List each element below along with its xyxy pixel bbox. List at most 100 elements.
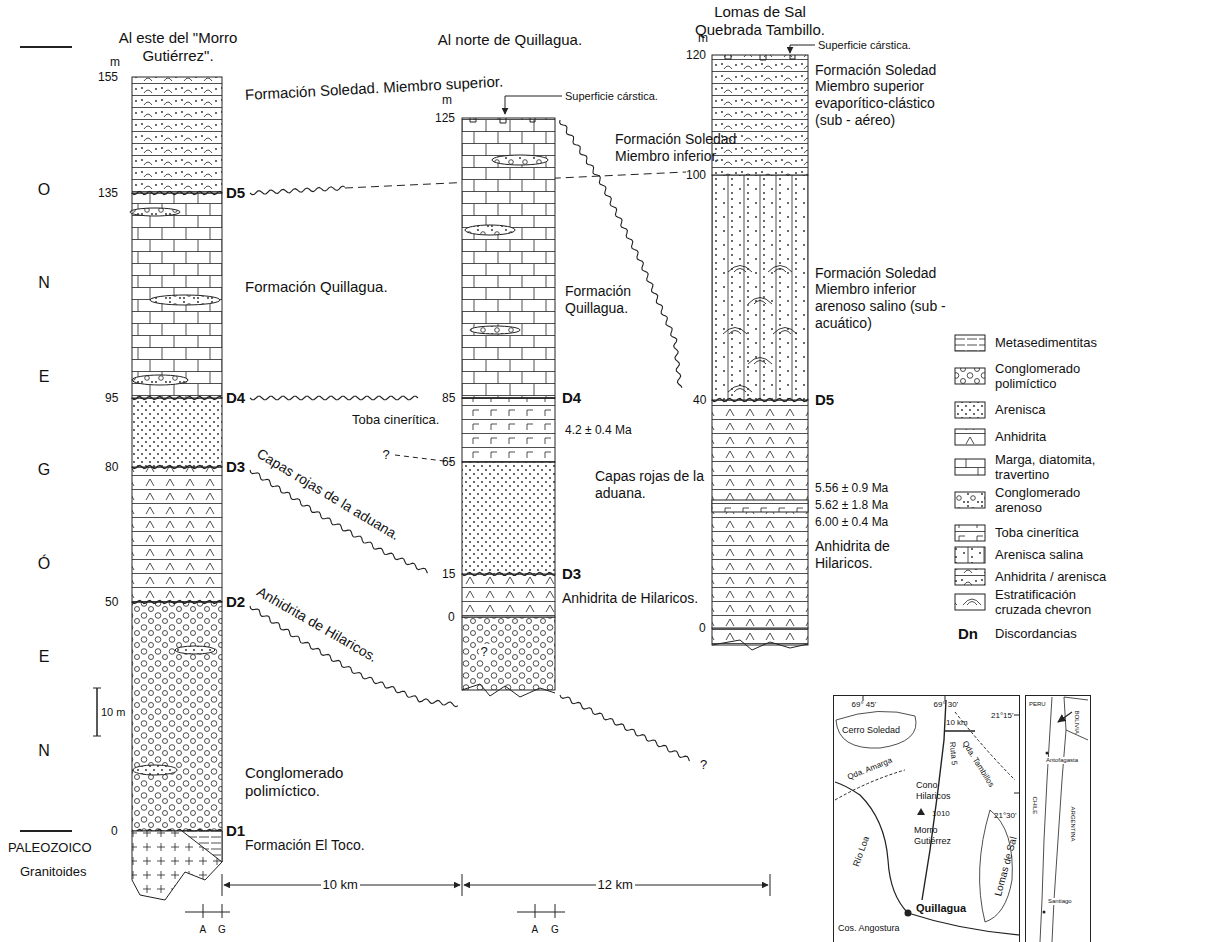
- legend-swatch: [955, 626, 985, 642]
- section-label: ?: [700, 757, 707, 773]
- distance-tick: [222, 874, 223, 896]
- map-label: Quillagua: [916, 902, 966, 915]
- summit-mark: [917, 808, 925, 815]
- era-letter: N: [38, 741, 50, 760]
- legend-swatches: [955, 335, 985, 642]
- section-label: Superficie cárstica.: [565, 90, 658, 103]
- scale-tick: [93, 688, 101, 689]
- axis-tick: [535, 904, 536, 918]
- column-heading: Al este del "Morro Gutiérrez".: [111, 29, 246, 65]
- map-label: Lomas de Sal: [992, 835, 1019, 897]
- section-label: 155: [98, 70, 118, 84]
- stratum: [712, 175, 808, 400]
- section-label: 50: [105, 595, 118, 609]
- section-label: G: [551, 924, 559, 936]
- chevron-mark: [768, 266, 792, 273]
- legend-swatch: [955, 429, 985, 445]
- chevron-mark: [748, 298, 772, 305]
- section-label: 100: [686, 168, 706, 182]
- section-column: Al norte de Quillagua.: [462, 118, 555, 617]
- unconformity-line: [560, 695, 689, 761]
- map-label: CHILE: [1030, 796, 1037, 814]
- axis-line: [185, 912, 230, 913]
- section-label: 135: [98, 186, 118, 200]
- section-label: 0: [448, 610, 455, 624]
- section-label: Formación Quillagua.: [245, 278, 388, 296]
- map-label: Qda. Amarga: [846, 756, 893, 783]
- section-label: Toba cinerítica.: [352, 412, 439, 428]
- distance-tick: [770, 874, 771, 896]
- unconformity-line: [250, 396, 418, 399]
- map-label: 21°30': [994, 811, 1017, 821]
- map-label: Qda. Tambillos: [960, 739, 996, 789]
- stratum: [712, 55, 808, 175]
- stratum: [462, 398, 555, 462]
- era-letter: E: [39, 647, 50, 666]
- section-label: Formación Soledad. Miembro superior.: [245, 72, 504, 104]
- break-line: [462, 684, 555, 697]
- section-label: 65: [442, 455, 455, 469]
- section-label: 10 km: [321, 877, 360, 893]
- stratum: [462, 617, 555, 690]
- river-line: [835, 782, 1020, 935]
- map-label: 69° 30': [934, 700, 959, 710]
- section-label: 40: [693, 393, 706, 407]
- stratum: [462, 118, 555, 398]
- legend-text: Metasedimentitas: [995, 335, 1120, 351]
- lens: [130, 208, 180, 216]
- unconformity-line: [132, 600, 222, 603]
- legend-swatch: [955, 525, 985, 541]
- section-label: Formación Soledad Miembro inferior areno…: [815, 265, 947, 332]
- legend-swatch: [955, 594, 985, 610]
- stratum: [132, 193, 222, 398]
- map-label: Cos. Angostura: [838, 923, 900, 934]
- lens: [492, 155, 548, 165]
- section-label: 6.00 ± 0.4 Ma: [815, 515, 888, 529]
- karst-surface: [470, 55, 795, 123]
- break-line: [712, 640, 808, 650]
- map-scale-bar: [945, 730, 975, 732]
- era-letter: Ó: [38, 554, 50, 573]
- ravine-line: [835, 770, 905, 800]
- section-label: 15: [442, 567, 455, 581]
- unconformity-line: [462, 572, 555, 575]
- section-label: G: [218, 924, 226, 936]
- legend-text: Discordancias: [995, 626, 1120, 642]
- section-label: D5: [815, 391, 834, 409]
- era-letter: G: [38, 460, 50, 479]
- legend-text: Toba cinerítica: [995, 525, 1120, 541]
- city-dot: [1046, 752, 1049, 755]
- scale-bar: [96, 688, 98, 736]
- section-label: A: [532, 924, 539, 936]
- unconformity-line: [132, 396, 222, 399]
- stratum: [712, 500, 808, 512]
- stratum: [462, 462, 555, 574]
- karst-arrow: [790, 45, 815, 53]
- section-label: m: [698, 31, 708, 45]
- legend-swatch: [955, 335, 985, 351]
- section-label: 120: [686, 48, 706, 62]
- section-label: D4: [562, 389, 581, 407]
- section-label: Granitoides: [20, 864, 86, 880]
- era-letter: O: [38, 180, 50, 199]
- section-label: 5.56 ± 0.9 Ma: [815, 481, 888, 495]
- chevron-mark: [773, 328, 797, 335]
- section-label: D3: [562, 565, 581, 583]
- legend-text: Arenisca: [995, 402, 1120, 418]
- lens: [132, 375, 188, 385]
- unconformity-line: [250, 606, 458, 707]
- legend-swatch: [955, 569, 985, 585]
- section-label: NEÓGENO: [32, 180, 56, 760]
- section-label: Formación Soledad Miembro superior evapo…: [815, 62, 947, 129]
- section-label: D5: [226, 184, 245, 202]
- lens: [150, 295, 220, 305]
- legend-text: Anhidrita: [995, 429, 1120, 445]
- stratum: [132, 467, 222, 602]
- chevron-mark: [748, 358, 772, 365]
- chevron-mark: [728, 266, 752, 273]
- legend-swatch: [955, 492, 985, 508]
- section-label: Anhidrita de Hilaricos.: [815, 538, 925, 572]
- karst-arrow: [505, 96, 562, 114]
- legend-text: Conglomerado arenoso: [995, 485, 1120, 516]
